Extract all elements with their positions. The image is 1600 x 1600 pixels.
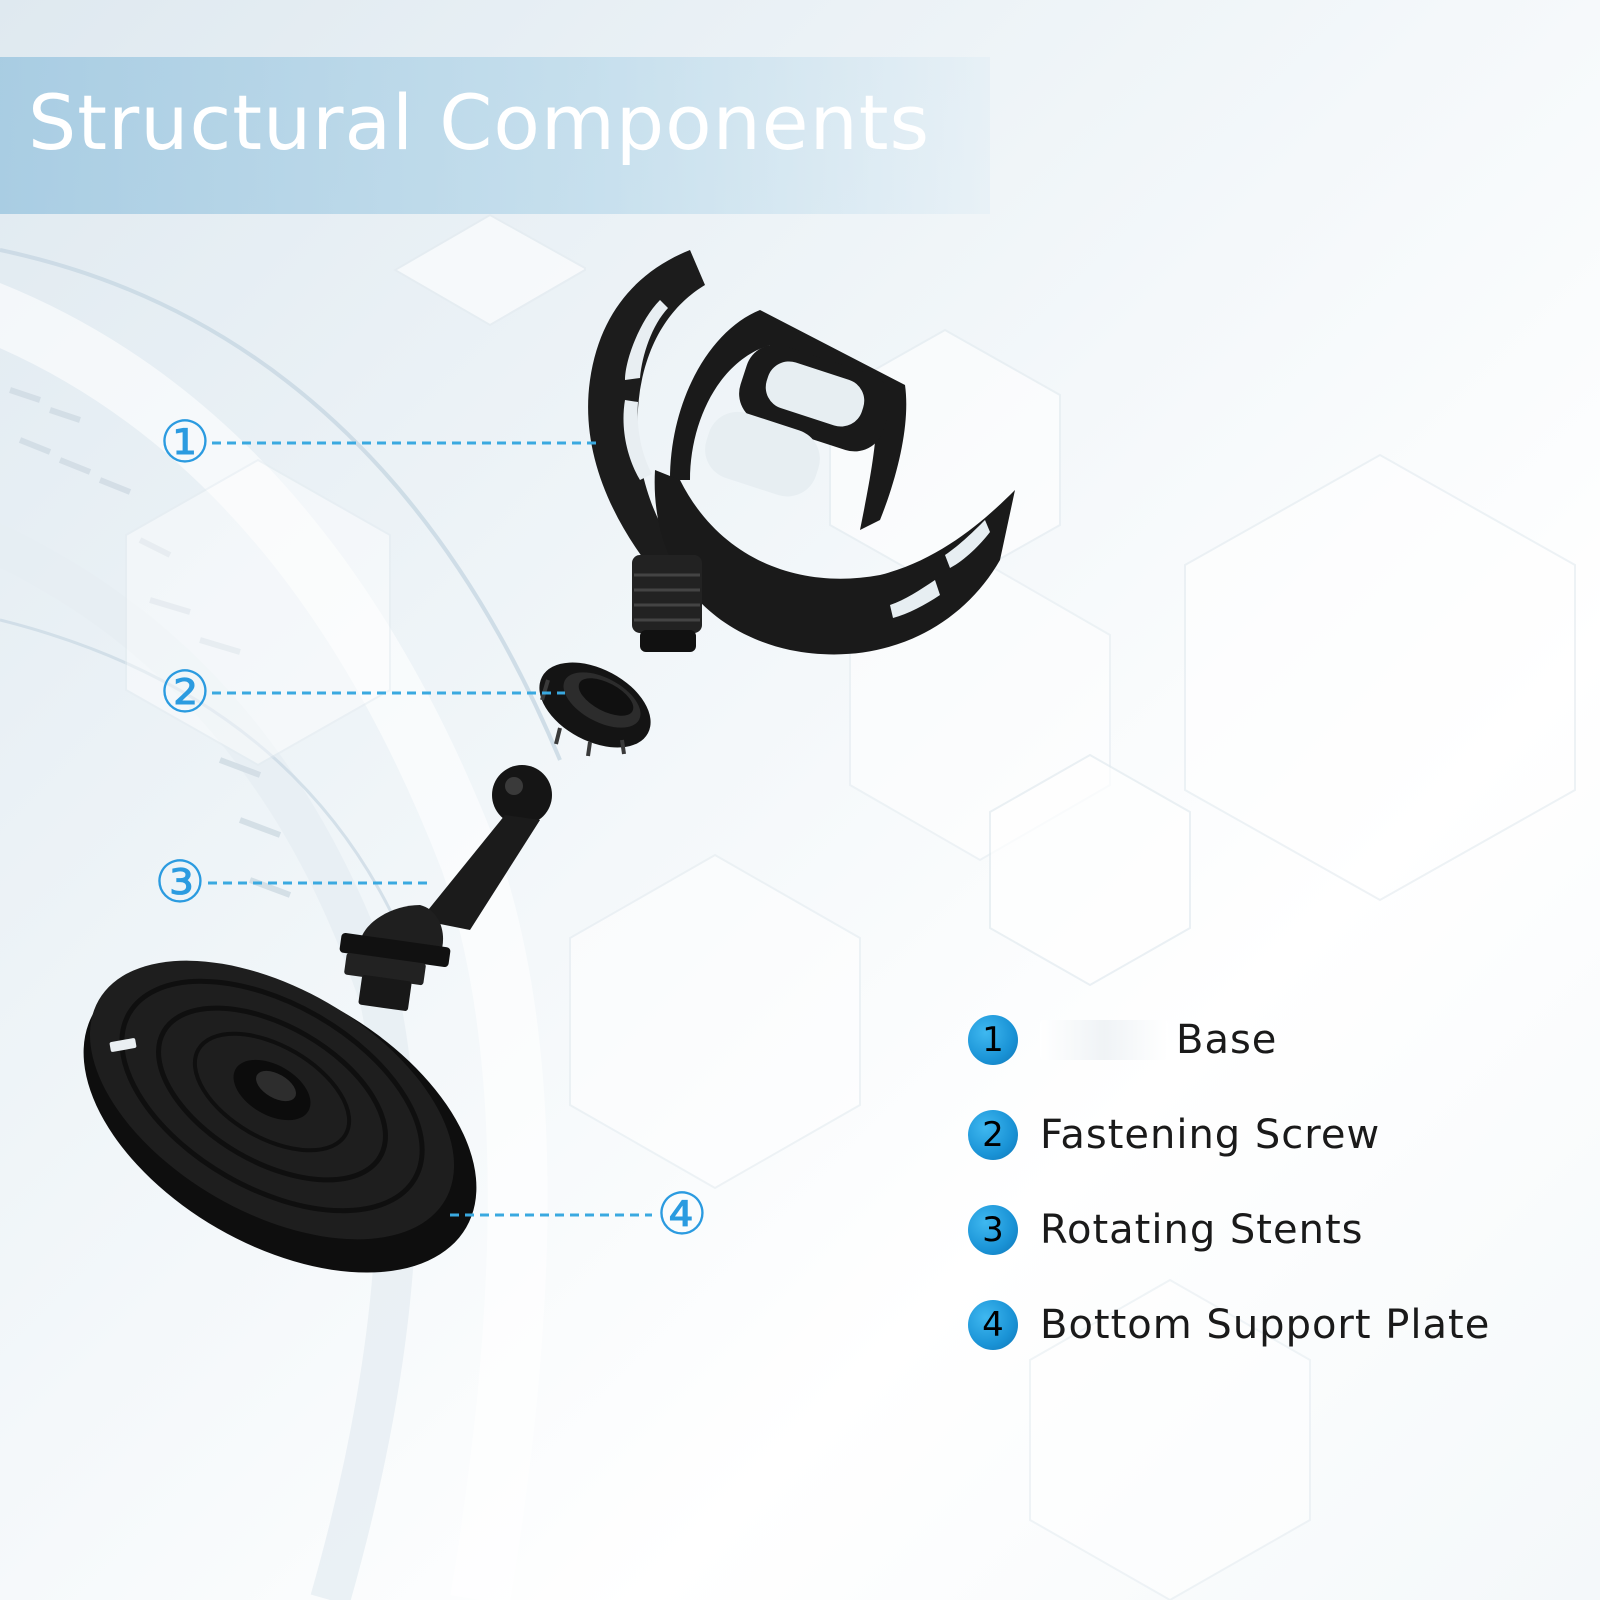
legend-item-bottom-support-plate: 4 Bottom Support Plate [968, 1295, 1490, 1355]
callout-leader-lines [208, 441, 652, 1217]
callout-3-marker: ③ [154, 848, 206, 916]
part-bottom-support-plate [83, 960, 477, 1273]
legend-number-badge: 2 [968, 1110, 1018, 1160]
part-fastening-screw [539, 662, 651, 757]
legend-item-fastening-screw: 2 Fastening Screw [968, 1105, 1380, 1165]
legend-label: Bottom Support Plate [1040, 1302, 1491, 1348]
legend-item-base: 1 Base [968, 1010, 1277, 1070]
callout-1-marker: ① [159, 408, 211, 476]
page-title: Structural Components [28, 78, 931, 167]
legend-label: Base [1176, 1017, 1278, 1063]
legend-label: Rotating Stents [1040, 1207, 1364, 1253]
redacted-text [1040, 1020, 1168, 1060]
part-rotating-stent [339, 765, 552, 1011]
legend-number-badge: 4 [968, 1300, 1018, 1350]
callout-4-marker: ④ [656, 1180, 708, 1248]
legend-number-badge: 1 [968, 1015, 1018, 1065]
legend-number-badge: 3 [968, 1205, 1018, 1255]
callout-2-marker: ② [159, 658, 211, 726]
legend-label: Fastening Screw [1040, 1112, 1381, 1158]
legend-item-rotating-stents: 3 Rotating Stents [968, 1200, 1363, 1260]
part-base-cup-holder [588, 250, 1015, 655]
title-banner [0, 57, 990, 214]
